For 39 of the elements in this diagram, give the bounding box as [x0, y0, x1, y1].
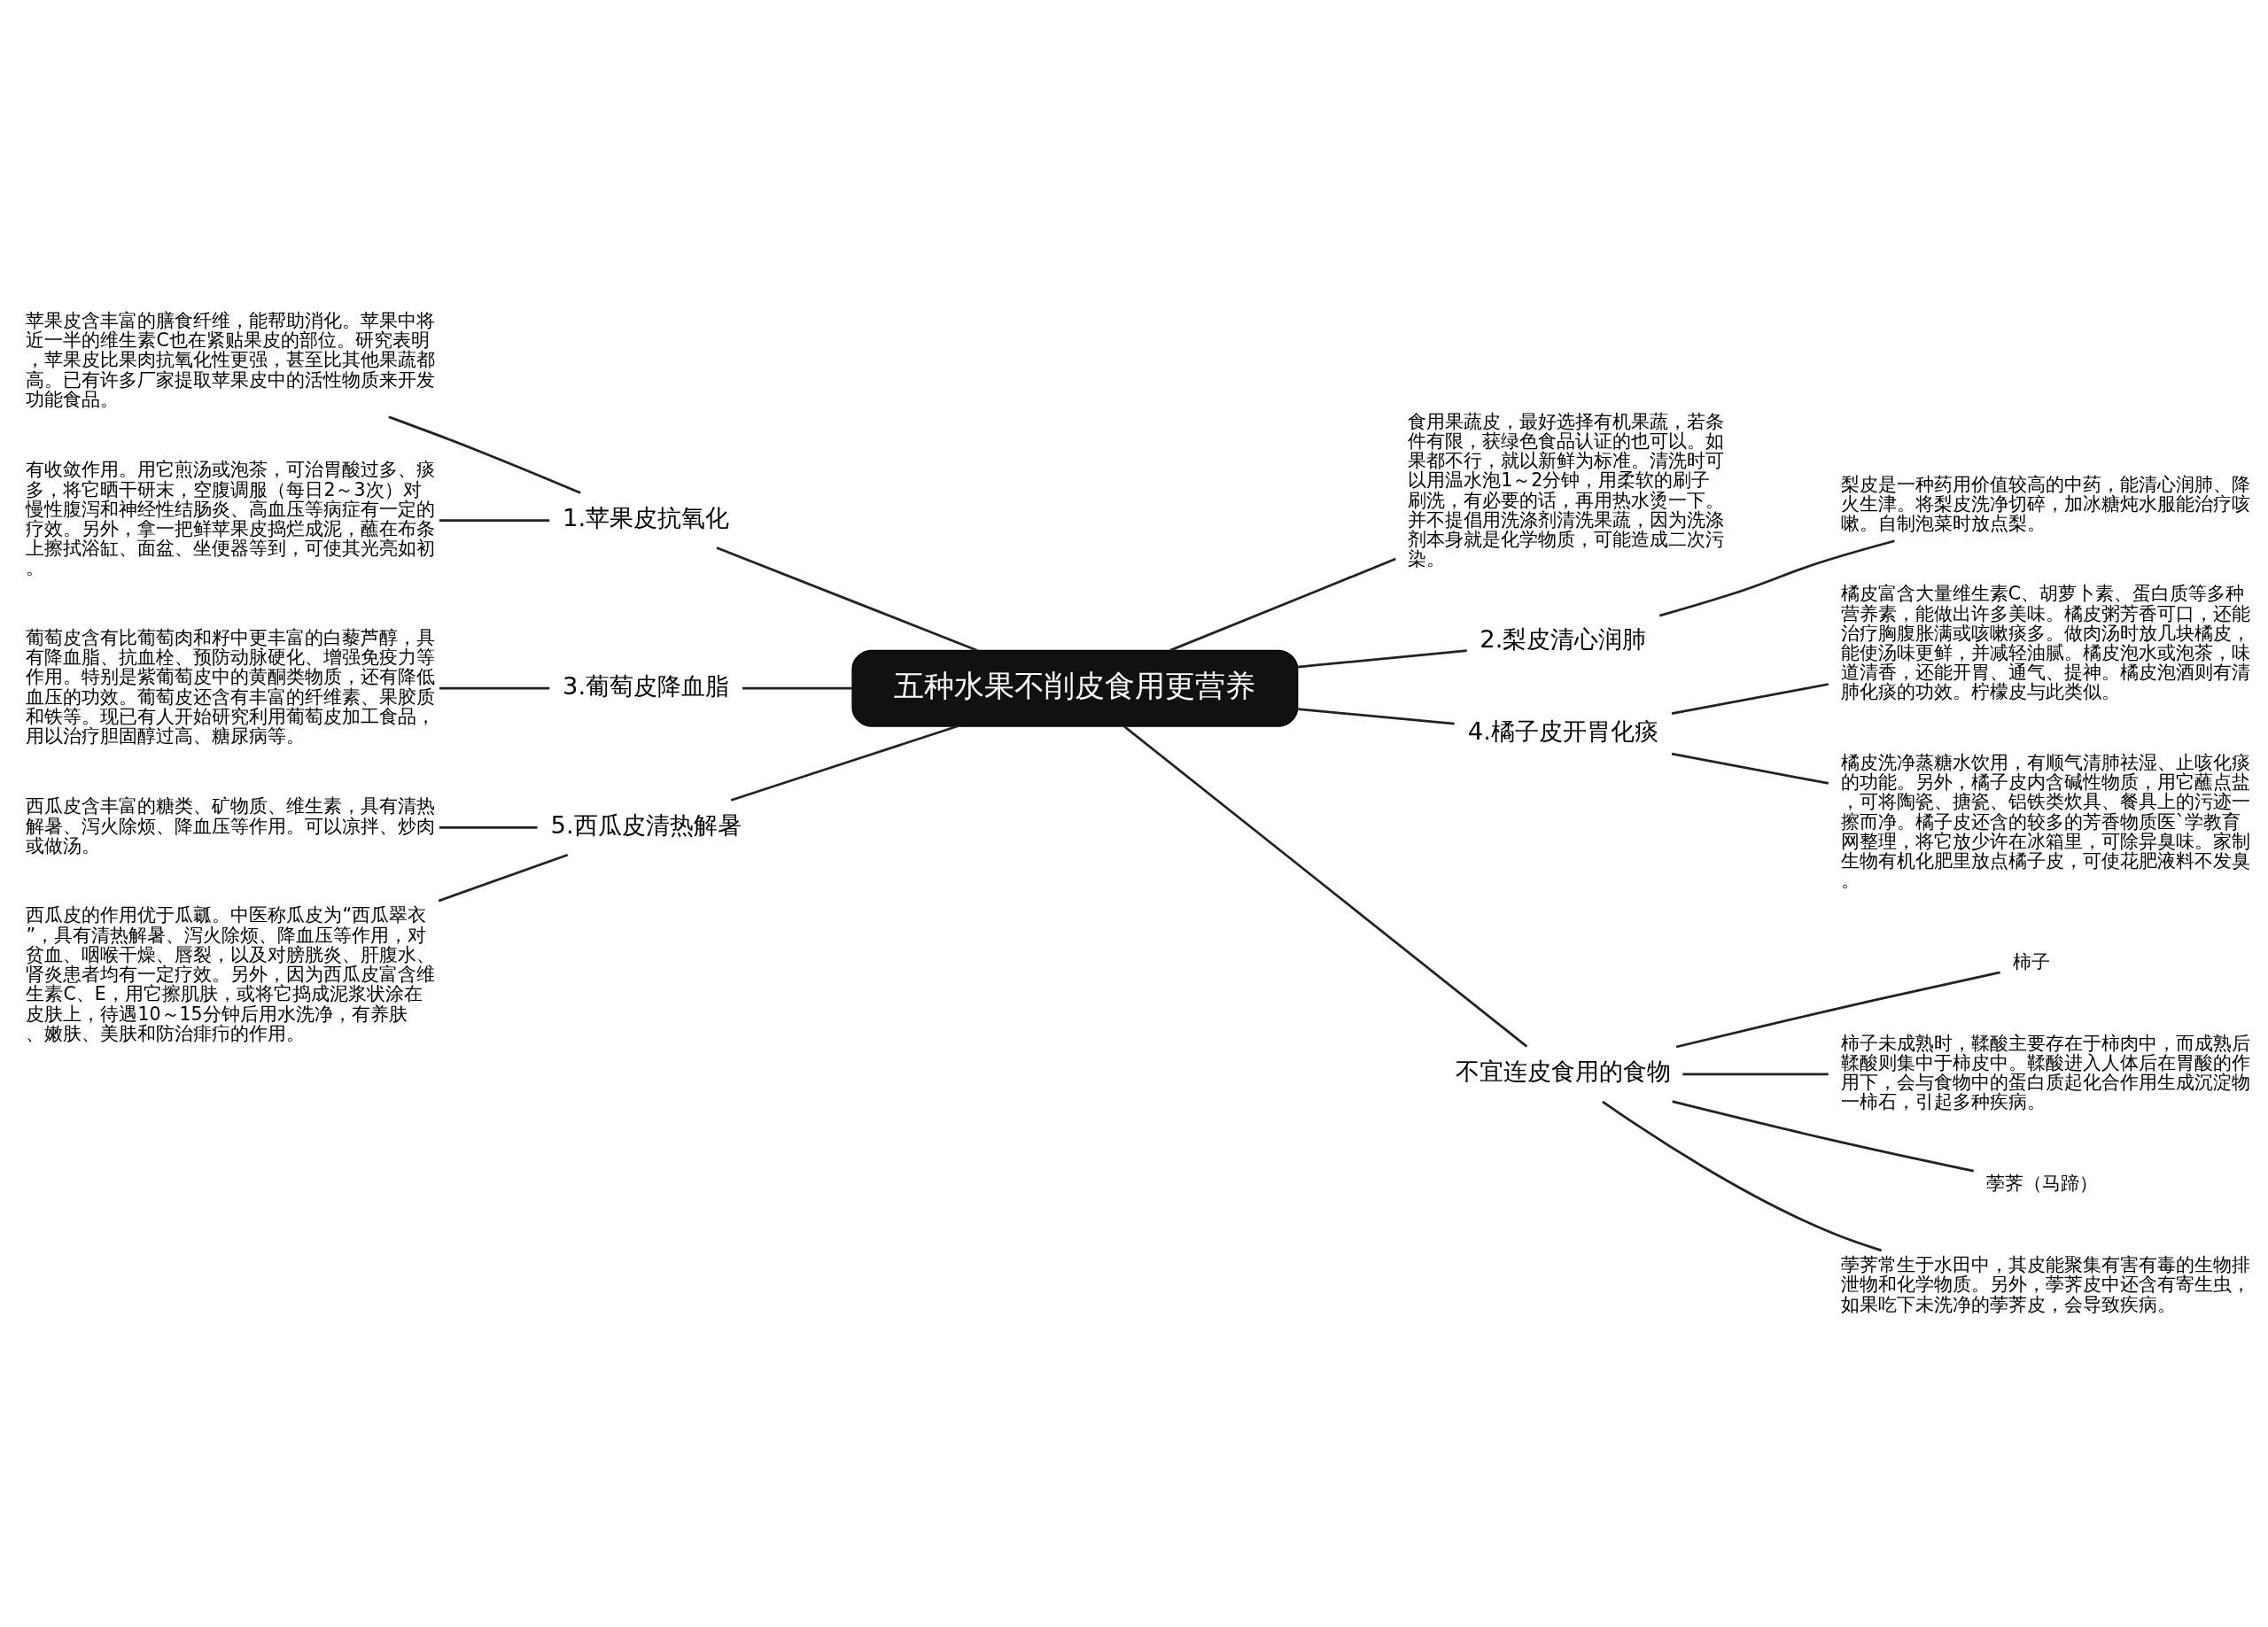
node-text: 5.西瓜皮清热解暑 — [550, 810, 742, 839]
connector — [742, 686, 853, 690]
node-text: 橘皮富含大量维生素C、胡萝卜素、蛋白质等多种营养素，能做出许多美味。橘皮粥芳香可口，还能治疗胸腹胀满或咳嗽痰多。做肉汤时放几块橘皮，能使汤味更鲜，并减轻油腻。橘皮泡水或泡茶，味道清香，还能开胃、通气、提神。橘皮泡酒则有清肺化痰的功效。柠檬皮与此类似。 — [1840, 582, 2250, 702]
node-text: 西瓜皮含丰富的糖类、矿物质、维生素，具有清热解暑、泻火除烦、降血压等作用。可以凉拌、炒肉或做汤。 — [26, 794, 436, 856]
connector — [1682, 1072, 1829, 1075]
connector — [1671, 682, 1829, 715]
connector — [438, 853, 569, 902]
connector — [439, 686, 550, 690]
node-text: 荸荠常生于水田中，其皮能聚集有害有毒的生物排泄物和化学物质。另外，荸荠皮中还含有寄生虫，如果吃下未洗净的荸荠皮，会导致疾病。 — [1840, 1253, 2250, 1315]
node-text: 西瓜皮的作用优于瓜瓤。中医称瓜皮为“西瓜翠衣”，具有清热解暑、泻火除烦、降血压等作用，对贫血、咽喉干燥、唇裂，以及对膀胱炎、肝腹水、肾炎患者均有一定疗效。另外，因为西瓜皮富含维生素C、E，用它擦肌肤，或将它捣成泥浆状涂在皮肤上，待遇10～15分钟后用水洗净，有养肤、嫩肤、美肤和防治痱疖的作用。 — [26, 903, 436, 1044]
node-text: 有收敛作用。用它煎汤或泡茶，可治胃酸过多、痰多，将它晒干研末，空腹调服（每日2～3次）对慢性腹泻和神经性结肠炎、高血压等病症有一定的疗效。另外，拿一把鲜苹果皮捣烂成泥，蘸在布条上擦拭浴缸、面盆、坐便器等到，可使其光亮如初。 — [26, 458, 436, 578]
connector — [1297, 648, 1467, 668]
node-text: 梨皮是一种药用价值较高的中药，能清心润肺、降火生津。将梨皮洗净切碎，加冰糖炖水服能治疗咳嗽。自制泡菜时放点梨。 — [1840, 473, 2250, 534]
connector — [1602, 1100, 1883, 1251]
connector — [1672, 1099, 1975, 1172]
connector — [730, 724, 959, 802]
node-text: 橘皮洗净蒸糖水饮用，有顺气清肺祛湿、止咳化痰的功能。另外，橘子皮内含碱性物质，用它蘸点盐，可将陶瓷、搪瓷、铝铁类炊具、餐具上的污迹一擦而净。橘子皮还含的较多的芳香物质医`学教育网整理，将它放少许在冰箱里，可除异臭味。家制生物有机化肥里放点橘子皮，可使花肥液料不发臭。 — [1840, 751, 2250, 891]
connector — [439, 518, 550, 522]
connector — [716, 546, 978, 652]
node-text: 柿子 — [2012, 950, 2050, 972]
connector — [1297, 707, 1455, 724]
node-text: 葡萄皮含有比葡萄肉和籽中更丰富的白藜芦醇，具有降血脂、抗血栓、预防动脉硬化、增强免疫力等作用。特别是紫葡萄皮中的黄酮类物质，还有降低血压的功效。葡萄皮还含有丰富的纤维素、果胶质和铁等。现已有人开始研究利用葡萄皮加工食品，用以治疗胆固醇过高、糖尿病等。 — [26, 626, 436, 747]
connector — [1675, 971, 2000, 1048]
connector — [1169, 557, 1396, 652]
node-text: 苹果皮含丰富的膳食纤维，能帮助消化。苹果中将近一半的维生素C也在紧贴果皮的部位。研究表明，苹果皮比果肉抗氧化性更强，甚至比其他果蔬都高。已有许多厂家提取苹果皮中的活性物质来开发功能食品。 — [26, 309, 436, 410]
connector — [1671, 752, 1829, 785]
connector — [439, 825, 538, 829]
connector — [1123, 724, 1528, 1048]
node-text: 荸荠（马蹄） — [1985, 1172, 2098, 1194]
node-text: 1.苹果皮抗氧化 — [563, 503, 730, 531]
node-text: 2.梨皮清心润肺 — [1480, 624, 1647, 653]
node-text: 柿子未成熟时，鞣酸主要存在于柿肉中，而成熟后鞣酸则集中于柿皮中。鞣酸进入人体后在胃酸的作用下，会与食物中的蛋白质起化合作用生成沉淀物一柿石，引起多种疾病。 — [1840, 1032, 2250, 1112]
node-text: 食用果蔬皮，最好选择有机果蔬，若条件有限，获绿色食品认证的也可以。如果都不行，就以新鲜为标准。清洗时可以用温水泡1～2分钟，用柔软的刷子刷洗，有必要的话，再用热水烫一下。并不提倡用洗涤剂清洗果蔬，因为洗涤剂本身就是化学物质，可能造成二次污染。 — [1408, 410, 1725, 569]
node-box: 五种水果不削皮食用更营养 — [851, 649, 1299, 727]
connector — [1658, 538, 1895, 616]
node-text: 3.葡萄皮降血脂 — [563, 671, 730, 700]
connector — [388, 414, 581, 494]
node-text: 不宜连皮食用的食物 — [1455, 1057, 1671, 1085]
node-text: 4.橘子皮开胃化痰 — [1467, 717, 1658, 745]
